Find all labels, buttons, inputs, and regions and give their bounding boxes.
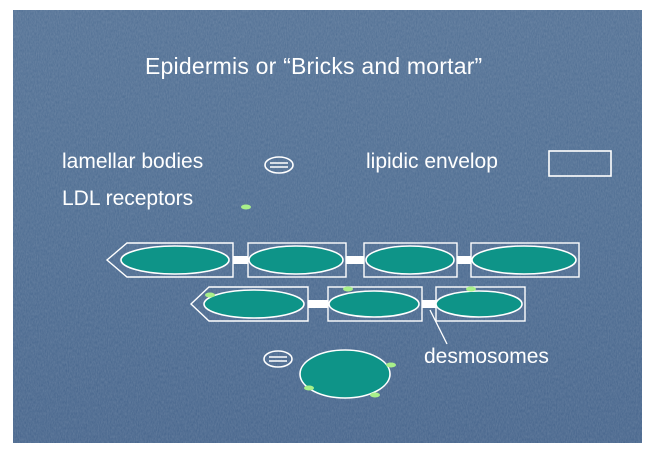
corneocyte-row-2 <box>191 287 525 322</box>
ldl-receptor <box>386 363 396 368</box>
ldl-receptor <box>205 293 215 298</box>
ldl-receptor-icon <box>241 205 251 210</box>
desmosome <box>422 300 436 308</box>
ldl-receptor <box>466 287 476 292</box>
desmosome <box>346 256 364 264</box>
ldl-receptor <box>343 287 353 292</box>
corneocyte-cell <box>248 243 346 277</box>
lamellar-body <box>264 351 292 367</box>
granular-cell <box>264 350 396 398</box>
corneocyte-cell <box>107 243 233 277</box>
desmosomes-pointer <box>430 310 447 344</box>
desmosome <box>308 300 328 308</box>
desmosome <box>233 256 248 264</box>
corneocyte-row-1 <box>107 243 579 277</box>
lamellar-body-icon <box>265 157 293 173</box>
desmosome <box>457 256 471 264</box>
corneocyte-cell <box>471 243 579 277</box>
corneocyte-cell <box>436 287 525 322</box>
corneocyte-cell <box>328 287 422 322</box>
ldl-receptor <box>370 393 380 398</box>
lipidic-envelop-icon <box>549 151 611 176</box>
corneocyte-cell <box>191 287 308 321</box>
ldl-receptor <box>304 386 314 391</box>
corneocyte-cell <box>364 243 457 277</box>
